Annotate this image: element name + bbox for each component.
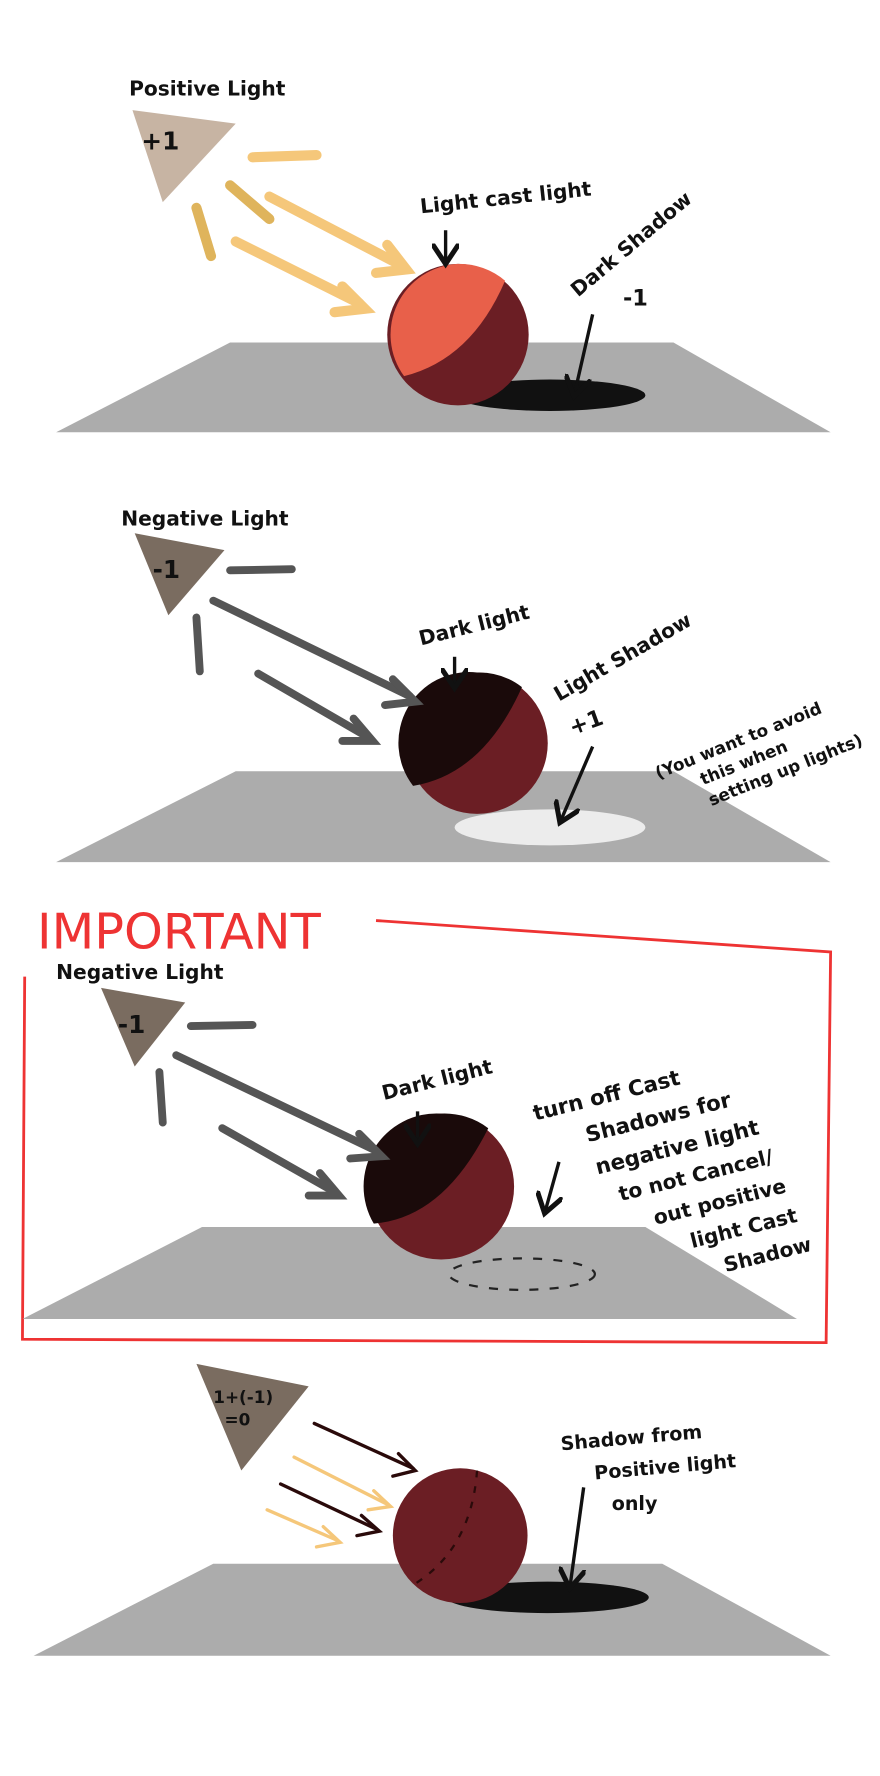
combined-light-icon bbox=[196, 1363, 309, 1471]
floor bbox=[33, 1563, 831, 1656]
shadow-value: -1 bbox=[623, 285, 648, 311]
terminator-line bbox=[412, 1470, 479, 1586]
positive-light-icon bbox=[132, 110, 236, 203]
arrow-icon bbox=[561, 745, 595, 820]
light-shadow bbox=[454, 809, 646, 846]
light-label: Positive Light bbox=[129, 77, 286, 101]
combined-arrows bbox=[265, 1421, 419, 1549]
shadow-label: Dark Shadow bbox=[566, 186, 697, 301]
floor bbox=[56, 771, 831, 863]
dashed-shadow-outline bbox=[447, 1257, 597, 1291]
lit-label: Dark light bbox=[379, 1054, 495, 1105]
shadow-value: +1 bbox=[566, 705, 607, 741]
shadow-label: only bbox=[612, 1493, 658, 1515]
panel-important: IMPORTANT -1 Negative Light Dark light t… bbox=[21, 903, 833, 1345]
sphere-dark-side bbox=[398, 672, 522, 786]
arrow-icon bbox=[546, 1161, 559, 1210]
lit-label: Dark light bbox=[416, 600, 532, 651]
light-label: Negative Light bbox=[121, 506, 289, 530]
lit-label: Light cast light bbox=[419, 177, 593, 219]
negative-light-icon bbox=[101, 987, 186, 1067]
light-value: +1 bbox=[141, 126, 179, 155]
panel-positive-light: +1 Positive Light Light cast light Dark … bbox=[56, 77, 831, 433]
panel-negative-light: -1 Negative Light Dark light Light Shado… bbox=[56, 506, 865, 863]
warm-light-arrows bbox=[191, 149, 416, 318]
negative-light-icon bbox=[134, 533, 225, 616]
sphere-lit-side bbox=[390, 263, 506, 377]
arrow-icon bbox=[570, 1487, 583, 1585]
panel-combined: 1+(-1) =0 Shadow from Positive light onl… bbox=[33, 1363, 831, 1656]
light-label: Negative Light bbox=[56, 960, 224, 984]
important-box bbox=[21, 919, 833, 1345]
shadow-label: Shadow from bbox=[560, 1421, 703, 1455]
light-value: -1 bbox=[153, 555, 180, 584]
light-value: 1+(-1) bbox=[213, 1387, 273, 1407]
arrow-icon bbox=[575, 314, 595, 393]
light-value: -1 bbox=[118, 1010, 145, 1039]
floor bbox=[22, 1226, 797, 1320]
shadow-label: Light Shadow bbox=[549, 608, 695, 706]
shadow-label: Positive light bbox=[593, 1450, 736, 1484]
sphere-dark-side bbox=[363, 1113, 489, 1224]
dark-light-arrows bbox=[192, 565, 424, 745]
important-heading: IMPORTANT bbox=[37, 903, 322, 961]
light-value: =0 bbox=[224, 1410, 250, 1430]
dark-light-arrows bbox=[155, 1021, 391, 1200]
